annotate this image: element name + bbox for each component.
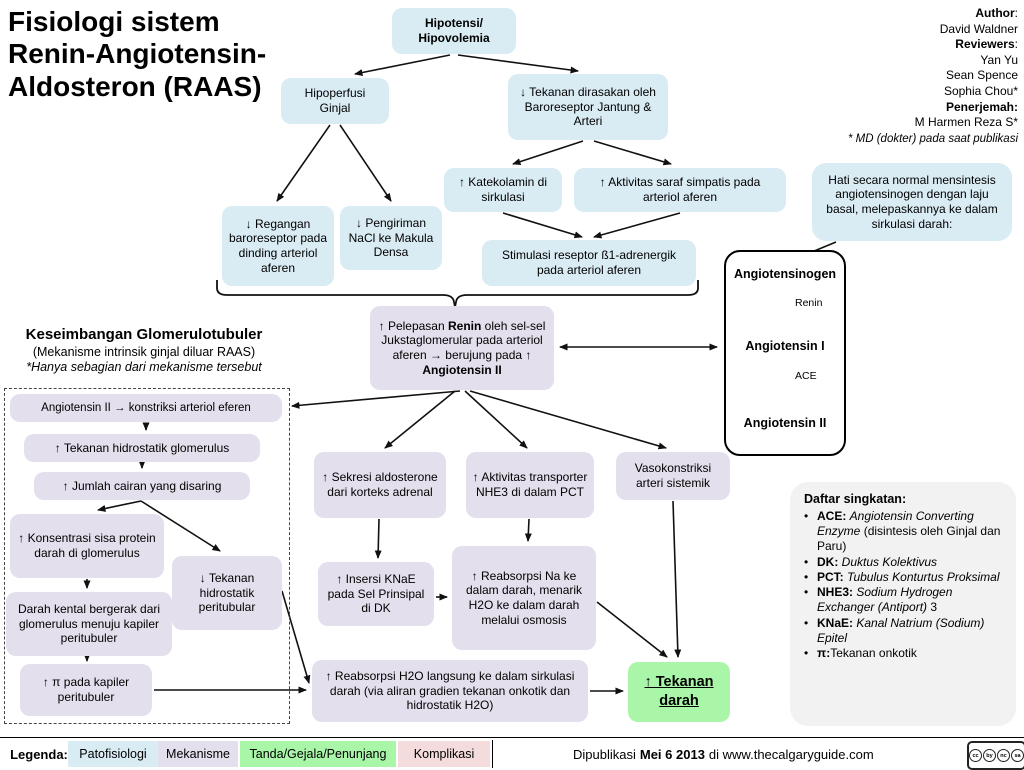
- box-insersi-knae: ↑ Insersi KNaE pada Sel Prinsipal di DK: [318, 562, 434, 626]
- box-tekanan-darah: ↑ Tekanan darah: [628, 662, 730, 722]
- legend-label: Legenda:: [10, 746, 68, 762]
- arrow-hipotensi-baroreseptor: [457, 54, 579, 74]
- glom-note: *Hanya sebagian dari mekanisme tersebut: [26, 360, 262, 375]
- bullet-icon: •: [804, 585, 809, 600]
- credit-line: Penerjemah:: [945, 99, 1018, 114]
- box-jumlah-cairan: ↑ Jumlah cairan yang disaring: [34, 472, 250, 500]
- credit-line: * MD (dokter) pada saat publikasi: [847, 132, 1018, 145]
- box-reabsorpsi-h2o: ↑ Reabsorpsi H2O langsung ke dalam sirku…: [312, 660, 588, 722]
- legend-separator: [492, 740, 493, 768]
- box-pengiriman-nacl: ↓ Pengiriman NaCl ke Makula Densa: [340, 206, 442, 270]
- box-tekanan-hidrostatik-glomerulus: ↑ Tekanan hidrostatik glomerulus: [24, 434, 260, 462]
- arrow-nhe3-reabsorpsina: [524, 518, 532, 542]
- box-aktivitas-saraf-simpatis: ↑ Aktivitas saraf simpatis pada arteriol…: [574, 168, 786, 212]
- glom-subheading: (Mekanisme intrinsik ginjal diluar RAAS): [32, 344, 256, 359]
- abbreviation-item: •π:Tekanan onkotik: [804, 645, 917, 660]
- box-hipoperfusi-ginjal: Hipoperfusi Ginjal: [281, 78, 389, 124]
- arrow-simpatis-stimulasi: [593, 212, 681, 239]
- arrow-pelepasan-nhe3: [464, 390, 528, 449]
- box-regangan-baroreseptor: ↓ Regangan baroreseptor pada dinding art…: [222, 206, 334, 286]
- arrow-sekresi-insersi: [374, 518, 382, 559]
- box-stimulasi-reseptor: Stimulasi reseptor ß1-adrenergik pada ar…: [482, 240, 696, 286]
- arrow-baroreseptor-katekolamin: [512, 140, 584, 165]
- credit-line: David Waldner: [939, 21, 1018, 36]
- box-katekolamin: ↑ Katekolamin di sirkulasi: [444, 168, 562, 212]
- box-tekanan-hidrostatik-peritubular: ↓ Tekanan hidrostatik peritubular: [172, 556, 282, 630]
- box-vasokonstriksi: Vasokonstriksi arteri sistemik: [616, 452, 730, 500]
- bullet-icon: •: [804, 615, 809, 630]
- label-angiotensin-1: Angiotensin I: [745, 339, 825, 353]
- credits-block: Author: David Waldner Reviewers: Yan Yu …: [760, 6, 1018, 147]
- arrow-hipoperfusi-regangan: [276, 124, 331, 202]
- glomerulotubular-dashed-region: [4, 388, 290, 724]
- legend-item-mekanisme: Mekanisme: [158, 741, 238, 767]
- label-renin-enzyme: Renin: [795, 297, 823, 309]
- box-tekanan-dirasakan: ↓ Tekanan dirasakan oleh Baroreseptor Ja…: [508, 74, 668, 140]
- credit-line: M Harmen Reza S*: [914, 115, 1018, 130]
- credit-line: Sean Spence: [945, 68, 1018, 83]
- credit-line: Yan Yu: [980, 52, 1018, 67]
- arrow-reabsorpsina-tekanandarah: [596, 601, 668, 658]
- credit-line: Reviewers:: [955, 37, 1018, 52]
- abbreviations-panel: Daftar singkatan: •ACE: Angiotensin Conv…: [790, 482, 1016, 726]
- legend-item-komplikasi: Komplikasi: [398, 741, 490, 767]
- label-angiotensinogen: Angiotensinogen: [733, 267, 837, 281]
- label-angiotensin-2: Angiotensin II: [743, 416, 827, 430]
- arrow-hipoperfusi-pengiriman: [339, 124, 392, 202]
- abbreviation-item: •NHE3: Sodium Hydrogen Exchanger (Antipo…: [804, 585, 953, 615]
- arrow-pelepasan-vasokonstriksi: [469, 390, 667, 450]
- box-darah-kental: Darah kental bergerak dari glomerulus me…: [6, 592, 172, 656]
- pelepasan-text: ↑ Pelepasan Renin oleh sel-sel Jukstaglo…: [378, 318, 546, 377]
- glomerulotubular-heading: Keseimbangan Glomerulotubuler (Mekanisme…: [0, 326, 288, 376]
- abbreviation-item: •KNaE: Kanal Natrium (Sodium) Epitel: [804, 615, 985, 645]
- credit-line: Author:: [975, 6, 1018, 20]
- legend-item-tanda-gejala: Tanda/Gejala/Penunjang: [240, 741, 396, 767]
- arrow-katekolamin-stimulasi: [502, 212, 583, 239]
- box-pi-kapiler: ↑ π pada kapiler peritubuler: [20, 664, 152, 716]
- bullet-icon: •: [804, 569, 809, 584]
- box-reabsorpsi-na: ↑ Reabsorpsi Na ke dalam darah, menarik …: [452, 546, 596, 650]
- page-title: Fisiologi sistem Renin-Angiotensin- Aldo…: [8, 6, 267, 102]
- label-ace-enzyme: ACE: [795, 370, 817, 382]
- bullet-icon: •: [804, 645, 809, 660]
- box-hipotensi: Hipotensi/ Hipovolemia: [392, 8, 516, 54]
- box-hati-note: Hati secara normal mensintesis angiotens…: [812, 163, 1012, 241]
- box-ang2-konstriksi: Angiotensin II → konstriksi arteriol efe…: [10, 394, 282, 422]
- arrow-pelepasan-ang2konstriksi: [291, 390, 461, 409]
- arrow-baroreseptor-simpatis: [593, 140, 672, 166]
- arrow-vasokonstriksi-tekanandarah: [672, 500, 682, 658]
- raas-cascade-box: Angiotensinogen Renin Angiotensin I ACE …: [724, 250, 846, 456]
- box-pelepasan-renin: ↑ Pelepasan Renin oleh sel-sel Jukstaglo…: [370, 306, 554, 390]
- legend-item-patofisiologi: Patofisiologi: [68, 741, 158, 767]
- arrow-pelepasan-sekresi: [384, 390, 456, 449]
- abbreviations-heading: Daftar singkatan:: [804, 492, 907, 506]
- box-nhe3: ↑ Aktivitas transporter NHE3 di dalam PC…: [466, 452, 594, 518]
- abbreviation-item: •DK: Duktus Kolektivus: [804, 554, 938, 569]
- glom-heading: Keseimbangan Glomerulotubuler: [25, 326, 263, 343]
- bullet-icon: •: [804, 508, 809, 523]
- tekanan-darah-text: ↑ Tekanan darah: [644, 674, 714, 709]
- bullet-icon: •: [804, 554, 809, 569]
- box-sekresi-aldosterone: ↑ Sekresi aldosterone dari korteks adren…: [314, 452, 446, 518]
- box-konsentrasi-protein: ↑ Konsentrasi sisa protein darah di glom…: [10, 514, 164, 578]
- credit-line: Sophia Chou*: [943, 83, 1018, 98]
- abbreviation-item: •ACE: Angiotensin Converting Enzyme (dis…: [804, 508, 1001, 554]
- abbreviation-item: •PCT: Tubulus Konturtus Proksimal: [804, 569, 1000, 584]
